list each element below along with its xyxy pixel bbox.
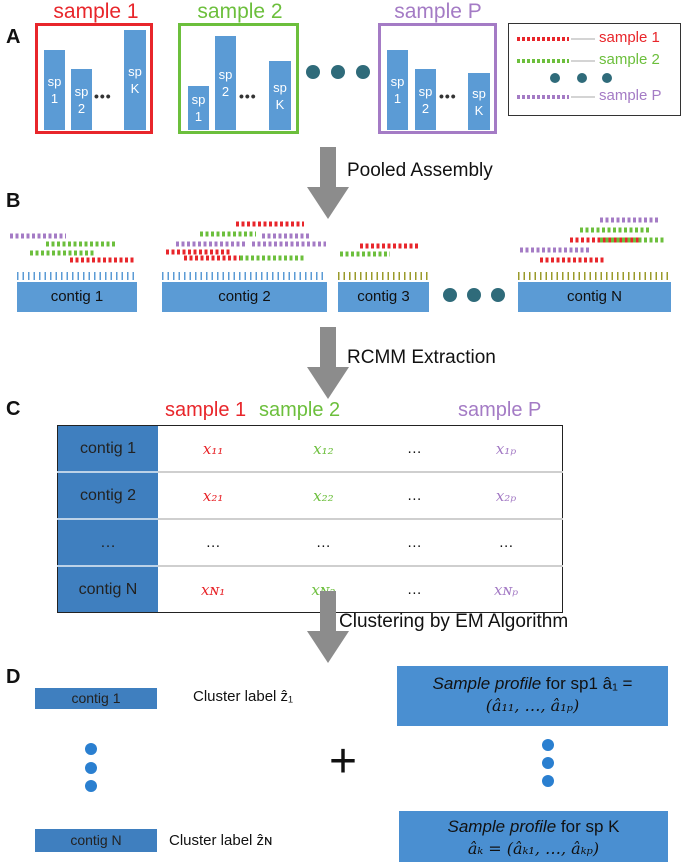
ellipsis: ••• [239, 88, 257, 104]
matrix-cell: … [378, 472, 451, 520]
legend-sample-1: sample 1 [599, 29, 660, 46]
down-arrow-icon [307, 591, 349, 663]
matrix-cell: … [378, 425, 451, 473]
matrix-cell: x₁ₚ [450, 425, 563, 473]
matrix-cell: … [158, 519, 269, 567]
matrix-cell: x₂₂ [268, 472, 379, 520]
plus-sign: + [329, 735, 358, 788]
matrix-row: contig N xɴ₁ xɴ₂ … xɴₚ [57, 566, 563, 613]
sample-p-bar-sp1: sp 1 [387, 50, 408, 130]
panel-label-b: B [6, 190, 21, 212]
column-header-sample-p: sample P [458, 399, 542, 421]
panel-label-d: D [6, 666, 21, 688]
sample-p-bar-sp2: sp 2 [415, 69, 436, 130]
dot [331, 65, 345, 79]
sample-2-bar-sp2: sp 2 [215, 36, 236, 130]
arrow-label-pooled-assembly: Pooled Assembly [347, 160, 493, 181]
contig-1-bar: contig 1 [17, 282, 137, 312]
dot [306, 65, 320, 79]
ellipsis: ••• [439, 88, 457, 104]
matrix-row: contig 2 x₂₁ x₂₂ … x₂ₚ [57, 472, 563, 520]
matrix-cell: x₁₁ [158, 425, 269, 473]
panel-label-a: A [6, 26, 21, 48]
sample-p-bar-spK: sp K [468, 73, 490, 130]
sample-profile-spK: Sample profile for sp K âₖ = (âₖ₁, …, âₖ… [399, 811, 668, 862]
matrix-cell: xɴₚ [494, 580, 519, 599]
sample-1-title: sample 1 [53, 0, 139, 23]
matrix-cell: … [378, 519, 451, 567]
contig-n-box: contig N [35, 829, 157, 852]
matrix-cell: x₁₂ [268, 425, 379, 473]
dot [443, 288, 457, 302]
legend-reads [517, 37, 612, 99]
sample-2-box: sp 1 sp 2 ••• sp K [178, 23, 299, 134]
dot [356, 65, 370, 79]
matrix-cell: … [268, 519, 379, 567]
ellipsis: ••• [94, 88, 112, 104]
down-arrow-icon [307, 327, 349, 399]
dot [85, 780, 97, 792]
legend-sample-p: sample P [599, 87, 662, 104]
sample-1-bar-sp1: sp 1 [44, 50, 65, 130]
sample-profile-sp1: Sample profile for sp1 â₁ = (â₁₁, …, â₁ₚ… [397, 666, 668, 726]
row-label: contig 1 [57, 425, 158, 473]
dot [491, 288, 505, 302]
matrix-row: contig 1 x₁₁ x₁₂ … x₁ₚ [57, 425, 563, 473]
arrow-label-rcmm-extraction: RCMM Extraction [347, 347, 496, 368]
dot [542, 757, 554, 769]
dot [85, 762, 97, 774]
down-arrow-icon [307, 147, 349, 219]
legend-box: sample 1 sample 2 sample P [508, 23, 681, 116]
matrix-cell: … [450, 519, 563, 567]
sample-1-bar-sp2: sp 2 [71, 69, 92, 130]
contig-3-bar: contig 3 [338, 282, 429, 312]
matrix-cell: x₂ₚ [450, 472, 563, 520]
read-alignments [10, 217, 670, 280]
dot [542, 775, 554, 787]
column-header-sample-1: sample 1 [165, 399, 247, 421]
arrow-label-clustering: Clustering by EM Algorithm [339, 611, 569, 632]
sample-2-bar-sp1: sp 1 [188, 86, 209, 130]
contig-1-box: contig 1 [35, 688, 157, 709]
dot [85, 743, 97, 755]
dot [467, 288, 481, 302]
contig-2-bar: contig 2 [162, 282, 327, 312]
sample-2-bar-spK: sp K [269, 61, 291, 130]
row-label: … [57, 519, 158, 567]
matrix-row: … … … … … [57, 519, 563, 567]
cluster-label-1: Cluster label ẑ₁ [193, 688, 294, 705]
sample-1-box: sp 1 sp 2 ••• sp K [35, 23, 153, 134]
matrix-cell: xɴ₁ [201, 580, 226, 599]
sample-1-bar-spK: sp K [124, 30, 146, 130]
count-matrix: contig 1 x₁₁ x₁₂ … x₁ₚ contig 2 x₂₁ x₂₂ … [57, 425, 563, 613]
contig-n-bar: contig N [518, 282, 671, 312]
dot [542, 739, 554, 751]
sample-p-title: sample P [394, 0, 482, 23]
sample-2-title: sample 2 [197, 0, 283, 23]
legend-sample-2: sample 2 [599, 51, 660, 68]
row-label: contig 2 [57, 472, 158, 520]
panel-label-c: C [6, 398, 21, 420]
column-header-sample-2: sample 2 [259, 399, 341, 421]
sample-p-box: sp 1 sp 2 ••• sp K [378, 23, 497, 134]
matrix-cell: x₂₁ [158, 472, 269, 520]
matrix-cell: … [406, 581, 422, 598]
row-label: contig N [57, 566, 158, 613]
cluster-label-n: Cluster label ẑɴ [169, 832, 273, 849]
